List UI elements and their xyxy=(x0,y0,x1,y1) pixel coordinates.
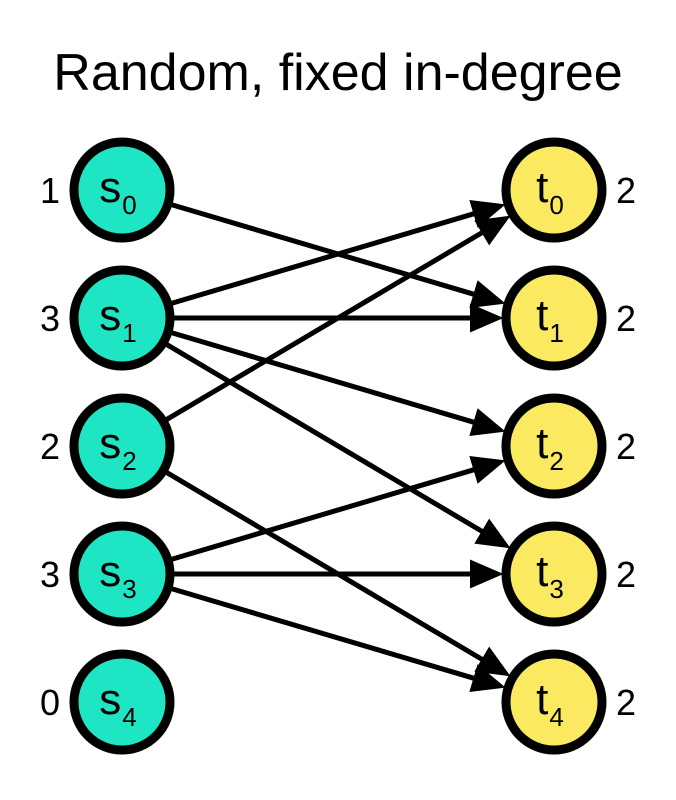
node-s0: s01 xyxy=(40,137,175,243)
node-subscript: 0 xyxy=(549,190,563,220)
degree-label-t3: 2 xyxy=(616,554,636,595)
arrowhead xyxy=(474,646,511,677)
node-s1: s13 xyxy=(40,265,175,371)
node-subscript: 2 xyxy=(549,446,563,476)
node-circle xyxy=(69,521,175,627)
edge-s3-t4 xyxy=(163,584,506,693)
degree-label-t1: 2 xyxy=(616,298,636,339)
edges-layer xyxy=(158,199,511,693)
arrowhead xyxy=(470,559,504,589)
edge-line xyxy=(158,466,488,664)
node-circle xyxy=(501,649,607,755)
degree-label-s0: 1 xyxy=(40,170,60,211)
node-circle xyxy=(501,521,607,627)
node-subscript: 2 xyxy=(122,446,136,476)
node-circle xyxy=(501,137,607,243)
edge-s3-t2 xyxy=(163,455,506,564)
node-circle xyxy=(69,265,175,371)
node-circle xyxy=(501,393,607,499)
degree-label-s1: 3 xyxy=(40,298,60,339)
edge-s1-t2 xyxy=(163,328,506,437)
edge-s2-t0 xyxy=(158,215,511,426)
edge-line xyxy=(163,200,479,298)
degree-label-s3: 3 xyxy=(40,554,60,595)
node-label: t2 xyxy=(536,419,564,476)
node-subscript: 1 xyxy=(549,318,563,348)
node-subscript: 3 xyxy=(549,574,563,604)
edge-line xyxy=(163,328,479,426)
degree-label-t0: 2 xyxy=(616,170,636,211)
edge-line xyxy=(163,584,479,682)
arrowhead xyxy=(474,215,511,246)
arrowhead xyxy=(469,455,506,484)
node-subscript: 4 xyxy=(549,702,563,732)
degree-label-s4: 0 xyxy=(40,682,60,723)
node-circle xyxy=(69,649,175,755)
node-s3: s33 xyxy=(40,521,175,627)
edge-line xyxy=(163,210,479,308)
edge-s1-t1 xyxy=(166,303,504,333)
node-label: s4 xyxy=(99,675,136,732)
degree-label-t2: 2 xyxy=(616,426,636,467)
diagram-title: Random, fixed in-degree xyxy=(53,44,622,102)
node-circle xyxy=(69,137,175,243)
node-subscript: 3 xyxy=(122,574,136,604)
degree-label-t4: 2 xyxy=(616,682,636,723)
arrowhead xyxy=(469,408,506,437)
edge-s3-t3 xyxy=(166,559,504,589)
degree-label-s2: 2 xyxy=(40,426,60,467)
node-circle xyxy=(501,265,607,371)
edge-line xyxy=(158,228,488,426)
node-circle xyxy=(69,393,175,499)
node-s2: s22 xyxy=(40,393,175,499)
edge-line xyxy=(163,466,479,564)
arrowhead xyxy=(469,664,506,693)
node-subscript: 4 xyxy=(122,702,136,732)
arrowhead xyxy=(470,303,504,333)
edge-s1-t3 xyxy=(158,338,511,549)
arrowhead xyxy=(474,518,511,549)
node-s4: s4 0 xyxy=(40,649,175,755)
edge-s2-t4 xyxy=(158,466,511,677)
edge-line xyxy=(158,338,488,536)
edge-s0-t1 xyxy=(163,200,506,309)
node-subscript: 0 xyxy=(122,190,136,220)
node-subscript: 1 xyxy=(122,318,136,348)
arrowhead xyxy=(469,280,506,309)
